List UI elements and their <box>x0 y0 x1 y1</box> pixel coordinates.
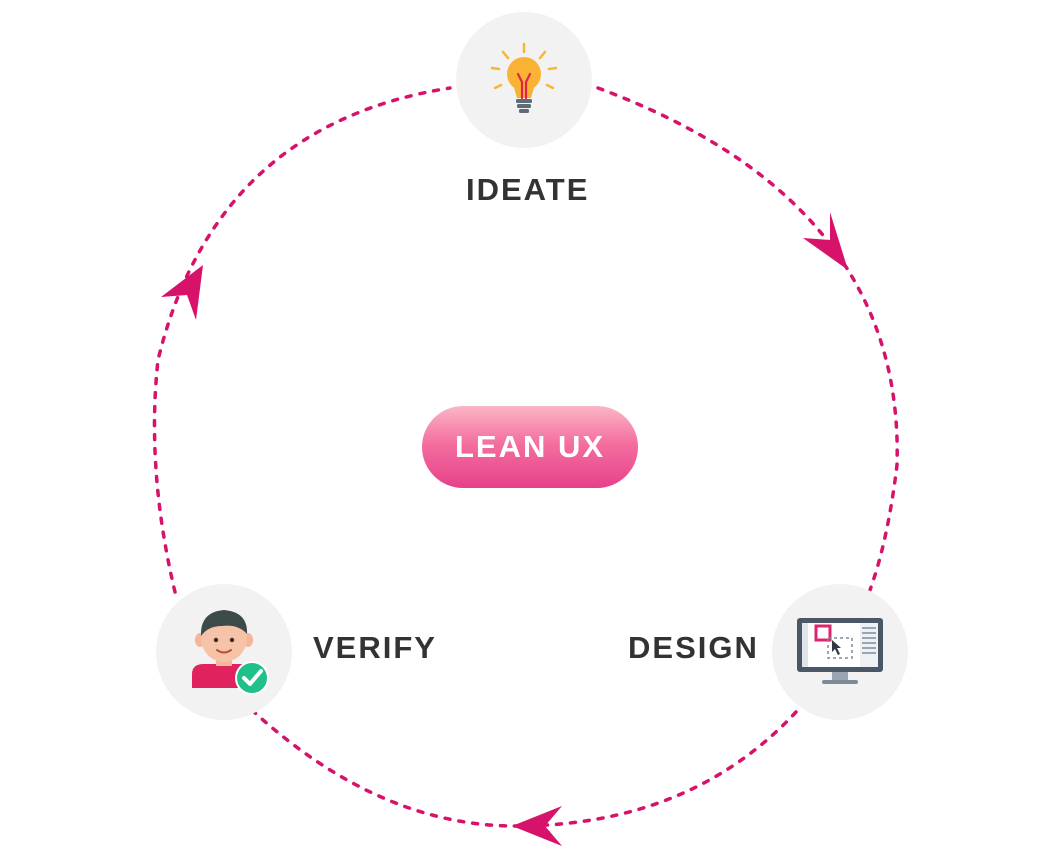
stage-label-design: DESIGN <box>628 630 759 665</box>
verify-node <box>156 584 292 720</box>
arrowhead-to-ideate <box>161 265 203 320</box>
arrowhead-to-design <box>803 212 848 270</box>
center-pill: LEAN UX <box>422 406 638 488</box>
connector-verify-to-ideate <box>152 86 452 594</box>
monitor-design-icon <box>797 618 883 684</box>
ideate-node <box>456 12 592 148</box>
stage-label-verify: VERIFY <box>313 630 437 665</box>
lightbulb-icon <box>490 42 558 113</box>
design-node <box>772 584 908 720</box>
user-verified-icon <box>192 610 269 695</box>
stage-label-ideate: IDEATE <box>466 172 590 207</box>
connector-design-to-verify <box>252 710 798 828</box>
center-label: LEAN UX <box>454 429 606 464</box>
connector-ideate-to-design <box>596 86 899 592</box>
arrowhead-to-verify <box>512 806 562 846</box>
